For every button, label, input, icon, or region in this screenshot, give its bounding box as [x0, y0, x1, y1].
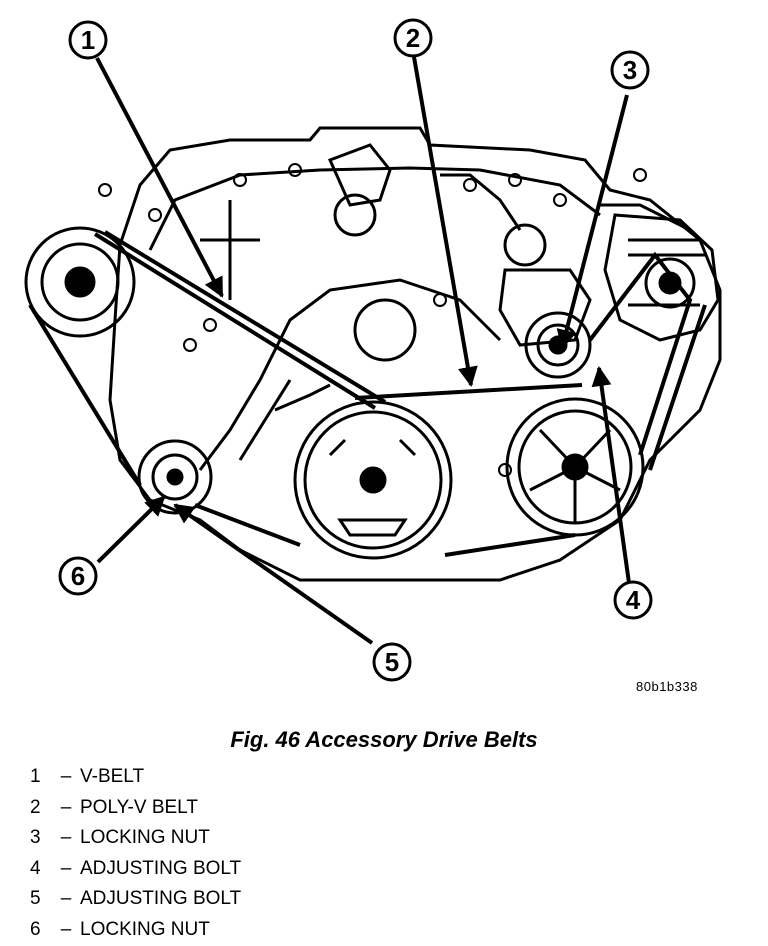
callout-4-number: 4 [626, 585, 641, 615]
legend-dash: – [60, 918, 72, 940]
legend-label: LOCKING NUT [80, 827, 210, 848]
legend-number: 2 [30, 796, 41, 818]
legend-dash: – [60, 857, 72, 879]
callout-6: 6 [58, 556, 98, 596]
legend-dash: – [60, 796, 72, 818]
legend-dash: – [60, 888, 72, 909]
legend-label: ADJUSTING BOLT [80, 888, 242, 909]
legend-dash: – [60, 827, 72, 848]
callout-1-number: 1 [81, 25, 95, 55]
accessory-drive-diagram: 1 2 3 4 5 6 [24, 18, 722, 682]
legend-item: 3 – LOCKING NUT [30, 823, 241, 854]
engine-bolts [98, 163, 647, 477]
legend-item: 6 – LOCKING NUT [30, 915, 241, 946]
legend-number: 5 [30, 888, 41, 909]
callout-1: 1 [68, 20, 108, 60]
v-belt [28, 230, 387, 547]
upper-left-pulley [24, 226, 136, 338]
crankshaft-pulley [293, 400, 453, 560]
legend-number: 4 [30, 857, 41, 879]
poly-v-belt [354, 251, 707, 557]
legend-item: 4 – ADJUSTING BOLT [30, 854, 241, 885]
legend-label: LOCKING NUT [80, 918, 210, 940]
callout-3-number: 3 [623, 55, 637, 85]
callout-5: 5 [372, 642, 412, 682]
callout-2: 2 [393, 18, 433, 58]
legend-item: 1 – V-BELT [30, 762, 241, 793]
legend-number: 3 [30, 827, 41, 848]
legend-item: 2 – POLY-V BELT [30, 793, 241, 824]
image-code: 80b1b338 [636, 679, 698, 694]
callout-6-number: 6 [71, 561, 85, 591]
callout-3: 3 [610, 50, 650, 90]
idler-pulley [137, 439, 213, 515]
legend-label: V-BELT [80, 766, 145, 787]
legend-item: 5 – ADJUSTING BOLT [30, 884, 241, 915]
legend-number: 6 [30, 918, 41, 940]
legend-label: POLY-V BELT [80, 796, 198, 818]
legend: 1 – V-BELT 2 – POLY-V BELT 3 – LOCKING N… [30, 762, 241, 945]
leader-lines [95, 56, 631, 645]
engine-block [108, 126, 722, 582]
legend-dash: – [60, 766, 72, 787]
legend-label: ADJUSTING BOLT [80, 857, 242, 879]
callout-4: 4 [613, 580, 653, 620]
figure-caption: Fig. 46 Accessory Drive Belts [230, 727, 538, 752]
power-steering-pulley [505, 397, 645, 537]
legend-number: 1 [30, 766, 41, 787]
callout-2-number: 2 [406, 23, 420, 53]
callout-5-number: 5 [385, 647, 399, 677]
